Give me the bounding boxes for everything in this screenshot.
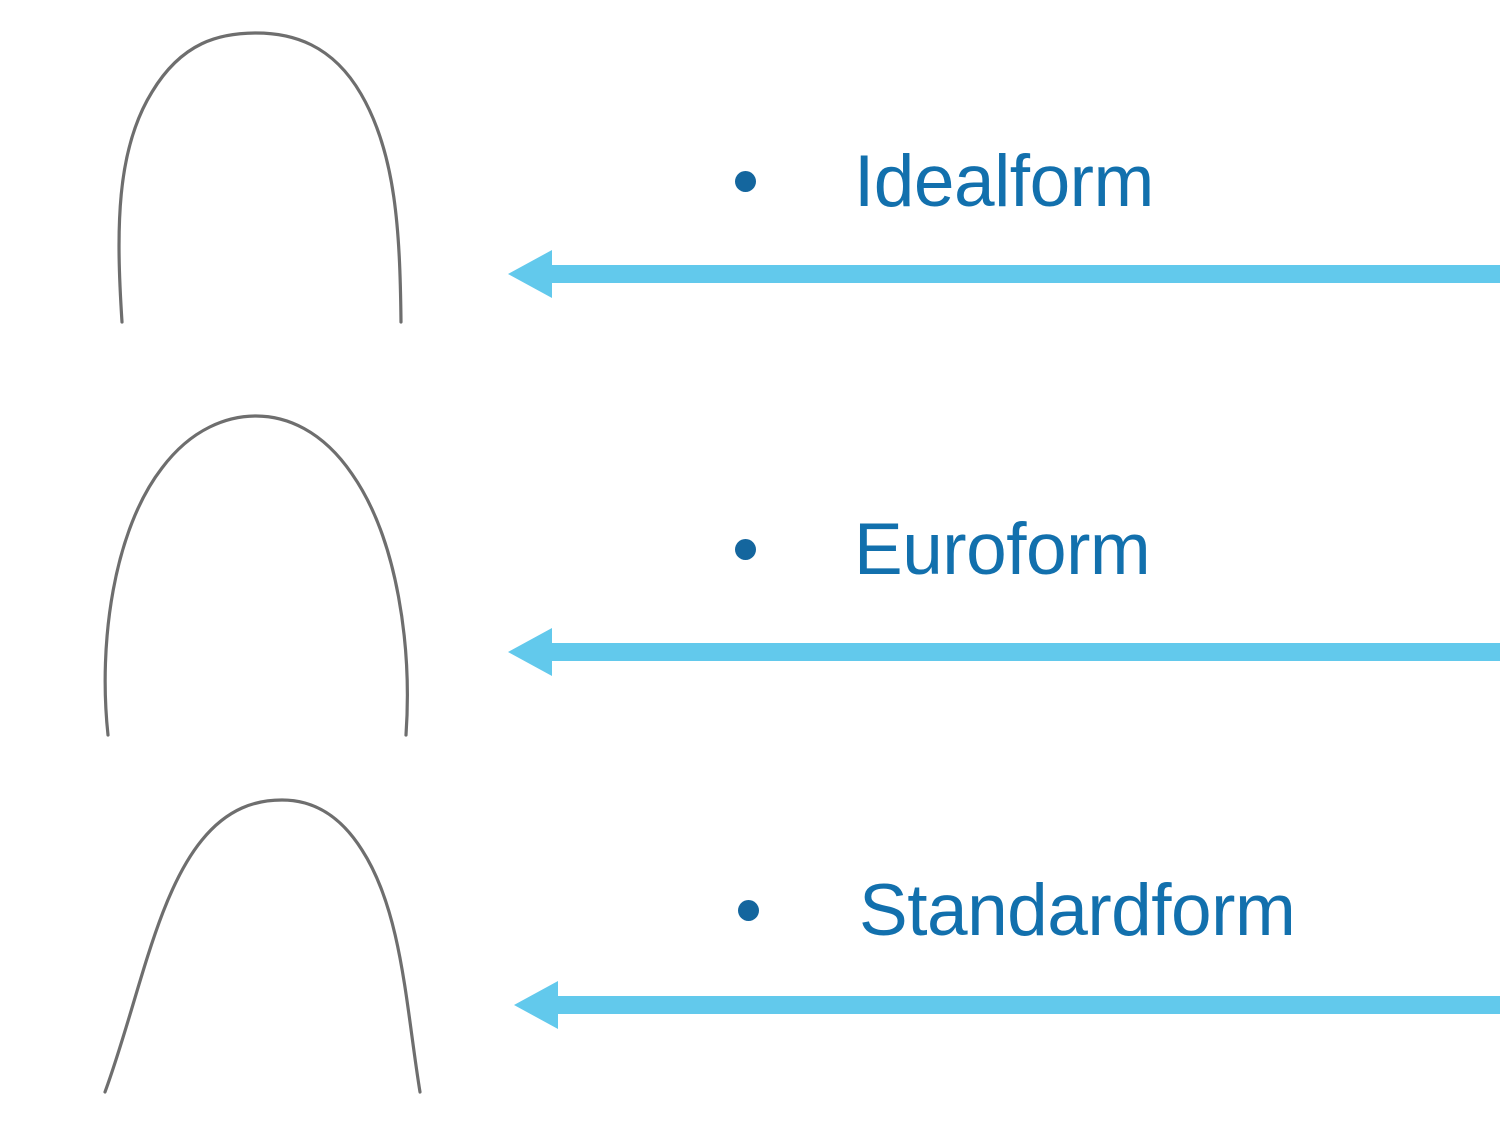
list-item-idealform: Idealform [735, 145, 1154, 218]
arrow-left-standardform [514, 981, 1500, 1029]
arrow-left-idealform [508, 250, 1500, 298]
bullet-icon [735, 171, 756, 192]
label-idealform: Idealform [854, 141, 1154, 222]
arrow-left-euroform [508, 628, 1500, 676]
bullet-icon [735, 539, 756, 560]
euroform-archwire [103, 414, 409, 737]
label-standardform: Standardform [859, 870, 1296, 951]
list-item-euroform: Euroform [735, 509, 1151, 590]
idealform-archwire [117, 31, 403, 324]
list-item-standardform: Standardform [738, 870, 1296, 951]
label-euroform: Euroform [854, 509, 1151, 590]
bullet-icon [738, 900, 759, 921]
standardform-archwire [103, 798, 422, 1094]
